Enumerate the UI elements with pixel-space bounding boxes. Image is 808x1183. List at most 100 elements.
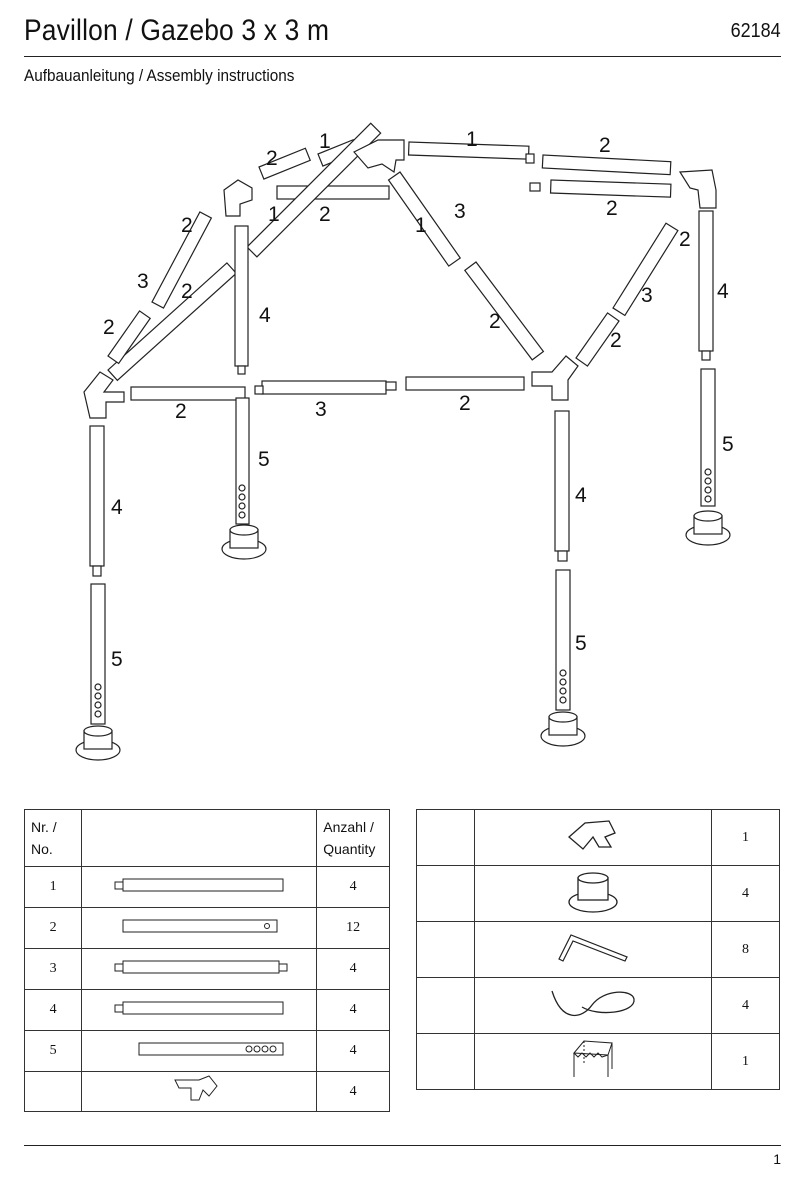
blank-cell [416, 865, 475, 922]
blank-cell [416, 977, 475, 1034]
long-pole-icon [114, 878, 284, 891]
footer-divider [24, 1145, 781, 1146]
part-label: 2 [319, 203, 331, 226]
table-row: 1 4 [23, 866, 390, 908]
canopy-icon [572, 1040, 613, 1077]
pole-segment [89, 425, 105, 567]
part-label: 2 [459, 392, 471, 415]
document-number: 62184 [730, 20, 781, 42]
part-image [81, 1071, 318, 1112]
part-label: 2 [103, 316, 115, 339]
part-label: 2 [489, 310, 501, 333]
table-row: 8 [416, 921, 780, 978]
corner-connector [678, 169, 717, 209]
blank-cell [416, 809, 475, 866]
part-image [474, 865, 712, 922]
pole-segment [107, 262, 238, 382]
part-label: 5 [258, 448, 270, 471]
part-image [474, 1033, 712, 1090]
table-row: 4 [416, 865, 780, 922]
pole-segment [130, 386, 246, 401]
part-label: 1 [415, 214, 427, 237]
part-label: 3 [315, 398, 327, 421]
part-quantity: 1 [711, 809, 780, 866]
table-row: 1 [416, 1033, 780, 1090]
pole-segment [261, 380, 387, 395]
part-quantity: 8 [711, 921, 780, 978]
part-label: 1 [268, 203, 280, 226]
pole-segment [700, 368, 716, 507]
corner-connector [83, 371, 125, 419]
part-image [81, 989, 318, 1031]
part-label: 2 [599, 134, 611, 157]
table-row: 3 4 [23, 948, 390, 990]
part-image [474, 977, 712, 1034]
part-number: 1 [23, 866, 83, 908]
table-row: 4 [416, 977, 780, 1034]
pole-segment [555, 569, 571, 711]
part-label: 1 [319, 130, 331, 153]
foot-base [685, 510, 731, 546]
part-quantity: 4 [316, 1071, 390, 1112]
table-row: 4 [23, 1071, 390, 1112]
part-label: 2 [266, 147, 278, 170]
pole-segment [554, 410, 570, 552]
pole-segment [387, 171, 462, 267]
foot-base [75, 725, 121, 761]
rope-icon [551, 990, 635, 1017]
part-label: 2 [175, 400, 187, 423]
pole-two-ends-icon [114, 960, 288, 973]
part-quantity: 4 [316, 948, 390, 990]
part-quantity: 4 [711, 977, 780, 1034]
part-label: 5 [111, 648, 123, 671]
pole-segment [90, 583, 106, 725]
part-label: 2 [679, 228, 691, 251]
header-image-cell [81, 809, 318, 867]
pole-segment [235, 397, 250, 525]
part-image [81, 907, 318, 949]
pole-segment [258, 147, 312, 180]
part-label: 1 [466, 128, 478, 151]
assembly-diagram: 1 2 1 2 2 1 2 2 3 1 3 2 2 4 2 3 4 2 2 2 … [75, 122, 734, 761]
foot-base [540, 711, 586, 747]
pole-segment [463, 261, 545, 361]
part-label: 4 [111, 496, 123, 519]
corner-connector [531, 355, 579, 401]
part-image [474, 921, 712, 978]
pole-segment [234, 225, 249, 367]
part-label: 5 [575, 632, 587, 655]
pole-segment [246, 122, 382, 258]
pole-segment [575, 312, 620, 367]
page-number: 1 [773, 1151, 781, 1167]
table-row: 4 4 [23, 989, 390, 1031]
part-number: 5 [23, 1030, 83, 1072]
blank-cell [416, 1033, 475, 1090]
blank-cell [416, 921, 475, 978]
pole-segment [698, 210, 714, 352]
top-connector-icon [568, 820, 616, 850]
part-label: 3 [454, 200, 466, 223]
header-quantity: Anzahl / Quantity [316, 809, 390, 867]
part-quantity: 4 [316, 866, 390, 908]
page-title: Pavillon / Gazebo 3 x 3 m [24, 14, 330, 47]
part-label: 3 [137, 270, 149, 293]
part-label: 2 [181, 214, 193, 237]
part-label: 4 [259, 304, 271, 327]
table-row: 5 4 [23, 1030, 390, 1072]
part-quantity: 1 [711, 1033, 780, 1090]
leg-pole-holes-icon [138, 1042, 284, 1055]
part-number: 4 [23, 989, 83, 1031]
top-connector [353, 139, 405, 174]
part-label: 3 [641, 284, 653, 307]
part-label: 4 [575, 484, 587, 507]
pole-segment [407, 141, 530, 160]
part-image [81, 948, 318, 990]
part-label: 2 [606, 197, 618, 220]
accessories-table: 1 4 8 4 1 [416, 809, 780, 1090]
part-quantity: 4 [711, 865, 780, 922]
pole-segment [405, 376, 525, 391]
pole-one-end-icon [114, 1001, 284, 1014]
peg-icon [558, 934, 628, 962]
header-nr: Nr. / No. [23, 809, 83, 867]
table-row: 1 [416, 809, 780, 866]
